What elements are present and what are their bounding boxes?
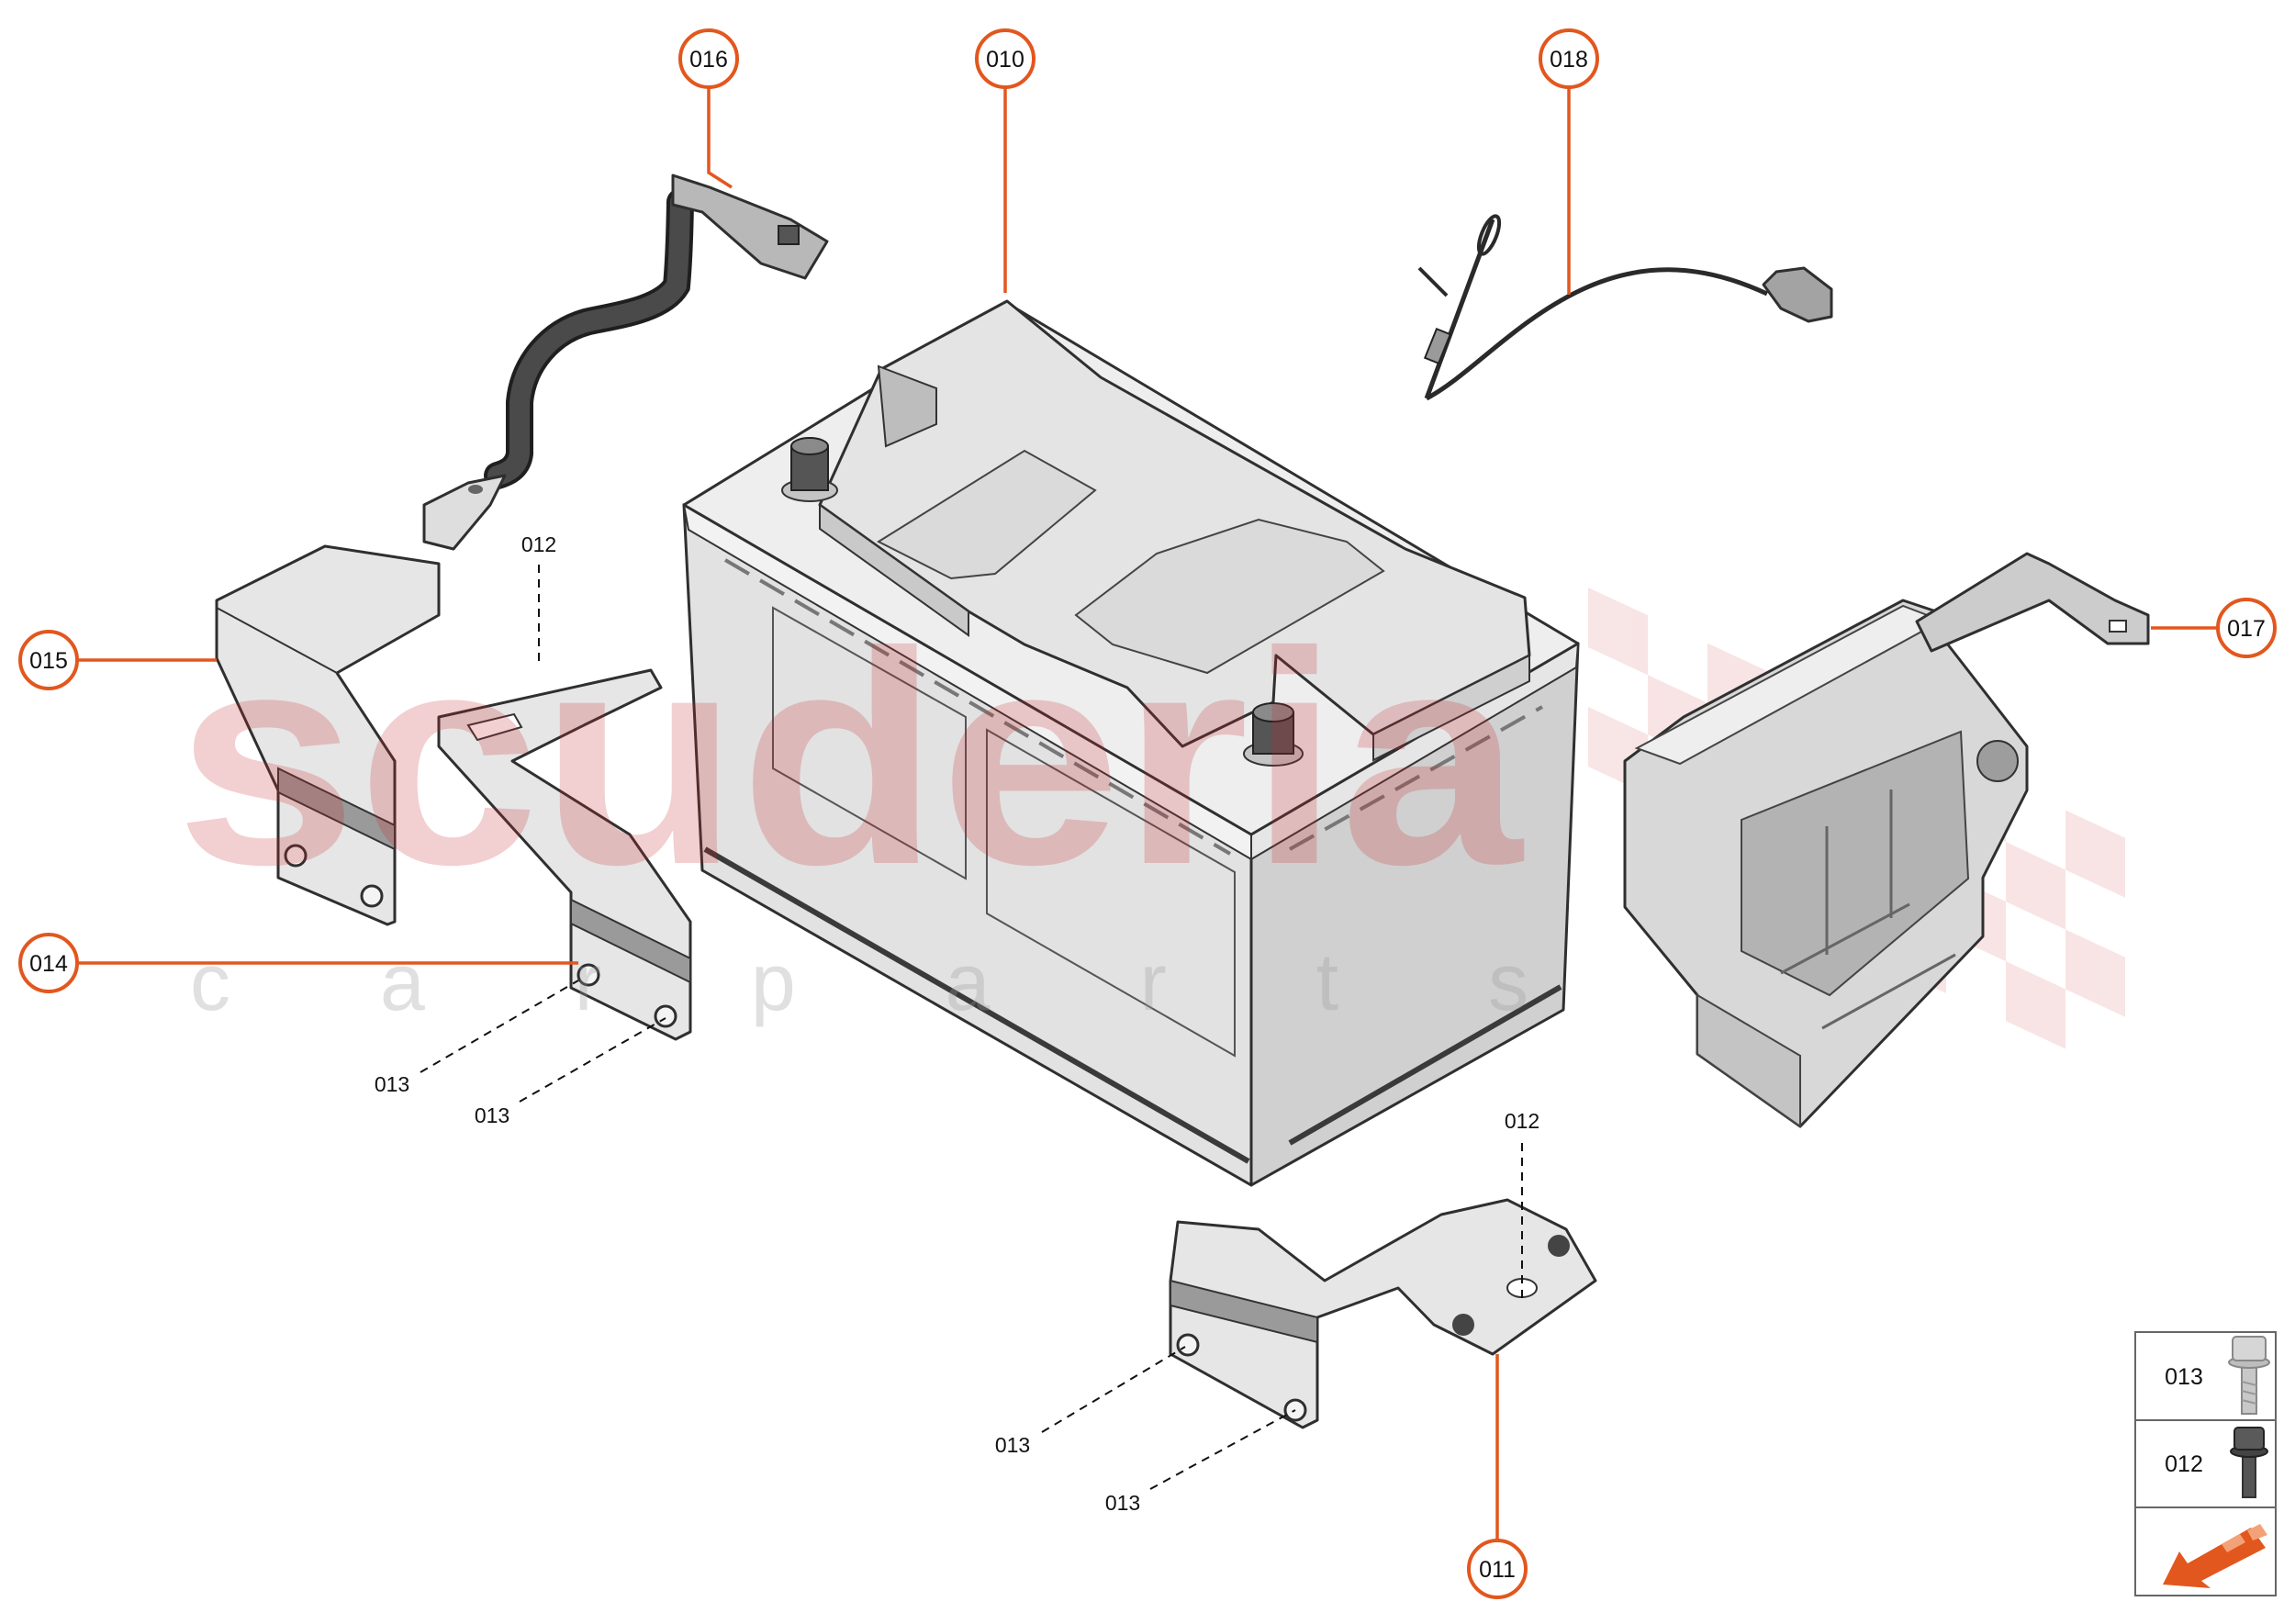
battery-right-rib: [1289, 705, 1543, 851]
bracket-011-bend: [1170, 1279, 1318, 1344]
tray-slat: [1821, 953, 1956, 1030]
callout-label[interactable]: 011: [1479, 1557, 1516, 1583]
battery-cable: [422, 174, 829, 551]
bracket-014-hole: [577, 963, 600, 987]
sensor-connector: [1762, 266, 1833, 323]
dashed-label-013: 013: [995, 1346, 1186, 1457]
dashed-label-text: 012: [521, 532, 556, 556]
bolt-dark-icon: [2230, 1427, 2268, 1498]
watermark-tagline: c a r p a r t s: [190, 936, 1528, 1027]
battery: [682, 299, 1580, 1187]
tray-connector-boss: [1976, 740, 2019, 782]
bracket-014-slot: [466, 712, 523, 742]
battery-lid-panel-right: [1074, 518, 1385, 675]
sensor-probe-rod: [1424, 218, 1495, 399]
dashed-label-text: 013: [475, 1103, 509, 1127]
tray-inner-compartment: [1741, 730, 1970, 997]
legend-row-label: 012: [2165, 1451, 2203, 1477]
callout-label[interactable]: 016: [689, 47, 728, 73]
sensor-wire: [1425, 267, 1769, 401]
dashed-label-013: 013: [1105, 1409, 1296, 1515]
bolt-light-icon: [2228, 1336, 2270, 1415]
sensor-probe-loop: [1476, 214, 1502, 256]
battery-lid-step: [877, 364, 937, 448]
bracket-015-bend: [277, 767, 396, 851]
callout-017[interactable]: 017: [2151, 598, 2277, 658]
bracket-015-hole: [284, 844, 308, 868]
dashed-label-text: 013: [1105, 1491, 1140, 1515]
tray-front-panel: [1696, 993, 1801, 1128]
battery-tray-017: [1623, 552, 2150, 1128]
battery-lid-right-front: [1372, 654, 1530, 762]
bracket-015-hole: [360, 884, 384, 908]
sensor-probe-sleeve: [1423, 327, 1452, 365]
callout-label[interactable]: 017: [2227, 616, 2266, 642]
battery-terminal-left: [781, 437, 838, 502]
bracket-011-hole: [1176, 1333, 1200, 1357]
bracket-011: [1169, 1198, 1597, 1429]
callout-014[interactable]: 014: [18, 933, 578, 993]
bracket-011-stud: [1548, 1235, 1570, 1257]
callout-ring[interactable]: [18, 933, 79, 993]
battery-left-rib: [723, 558, 1232, 856]
callout-016[interactable]: 016: [678, 28, 739, 189]
legend-row-012: 012: [2165, 1427, 2268, 1498]
dashed-label-text: 013: [995, 1433, 1030, 1457]
dashed-leader: [1149, 1409, 1296, 1490]
bracket-014-bend: [570, 898, 691, 984]
dashed-label-013: 013: [375, 980, 579, 1096]
dashed-leader: [420, 980, 579, 1073]
clamp-nut: [778, 225, 800, 245]
cable-sheath: [487, 192, 690, 486]
callout-011[interactable]: 011: [1467, 1354, 1528, 1599]
bracket-011-body: [1169, 1198, 1597, 1429]
battery-lid-front: [819, 503, 969, 637]
callout-label[interactable]: 014: [29, 951, 68, 977]
callout-015[interactable]: 015: [18, 630, 217, 690]
watermark-brand: scuderia: [175, 588, 1524, 927]
cable-ring-lug: [422, 474, 507, 551]
bracket-011-stud: [1452, 1314, 1474, 1336]
cable-terminal-clamp: [671, 174, 829, 280]
bracket-014: [437, 668, 692, 1041]
dashed-label-012: 012: [1505, 1109, 1539, 1303]
callout-018[interactable]: 018: [1539, 28, 1599, 295]
dashed-label-text: 013: [375, 1072, 409, 1096]
callout-label[interactable]: 010: [986, 47, 1024, 73]
callout-ring[interactable]: [1467, 1539, 1528, 1599]
sensor-018: [1417, 214, 1833, 401]
callout-label[interactable]: 018: [1550, 47, 1588, 73]
callout-leader: [707, 87, 733, 189]
callout-ring[interactable]: [2216, 598, 2277, 658]
dashed-label-013: 013: [475, 1017, 666, 1127]
lug-hole: [468, 485, 483, 494]
callout-label[interactable]: 015: [29, 648, 68, 674]
dashed-label-text: 012: [1505, 1109, 1539, 1133]
tray-slat: [1780, 902, 1910, 975]
fastener-legend: 013 012: [2134, 1331, 2277, 1596]
dashed-label-012: 012: [521, 532, 556, 667]
legend-row-label: 013: [2165, 1364, 2203, 1390]
battery-base-lip: [703, 846, 1250, 1164]
orange-arrow-icon[interactable]: [2163, 1524, 2267, 1588]
bracket-015: [215, 544, 441, 926]
battery-right-base-lip: [1288, 984, 1562, 1146]
battery-left-panel-1: [772, 606, 967, 880]
dashed-leader: [1041, 1346, 1186, 1433]
callout-ring[interactable]: [1539, 28, 1599, 89]
battery-left-panel-2: [986, 728, 1236, 1058]
tray-arm-slot: [2109, 620, 2127, 633]
tray-mounting-arm: [1915, 552, 2150, 653]
battery-lid-panel-left: [876, 449, 1097, 580]
bracket-015-fold: [216, 607, 338, 674]
legend-row-013: 013: [2165, 1336, 2270, 1415]
callout-010[interactable]: 010: [975, 28, 1036, 293]
battery-terminal-right: [1243, 702, 1304, 767]
sensor-probe-hook: [1417, 266, 1449, 297]
callout-ring[interactable]: [975, 28, 1036, 89]
dashed-leader: [519, 1017, 666, 1103]
callout-ring[interactable]: [678, 28, 739, 89]
callout-ring[interactable]: [18, 630, 79, 690]
